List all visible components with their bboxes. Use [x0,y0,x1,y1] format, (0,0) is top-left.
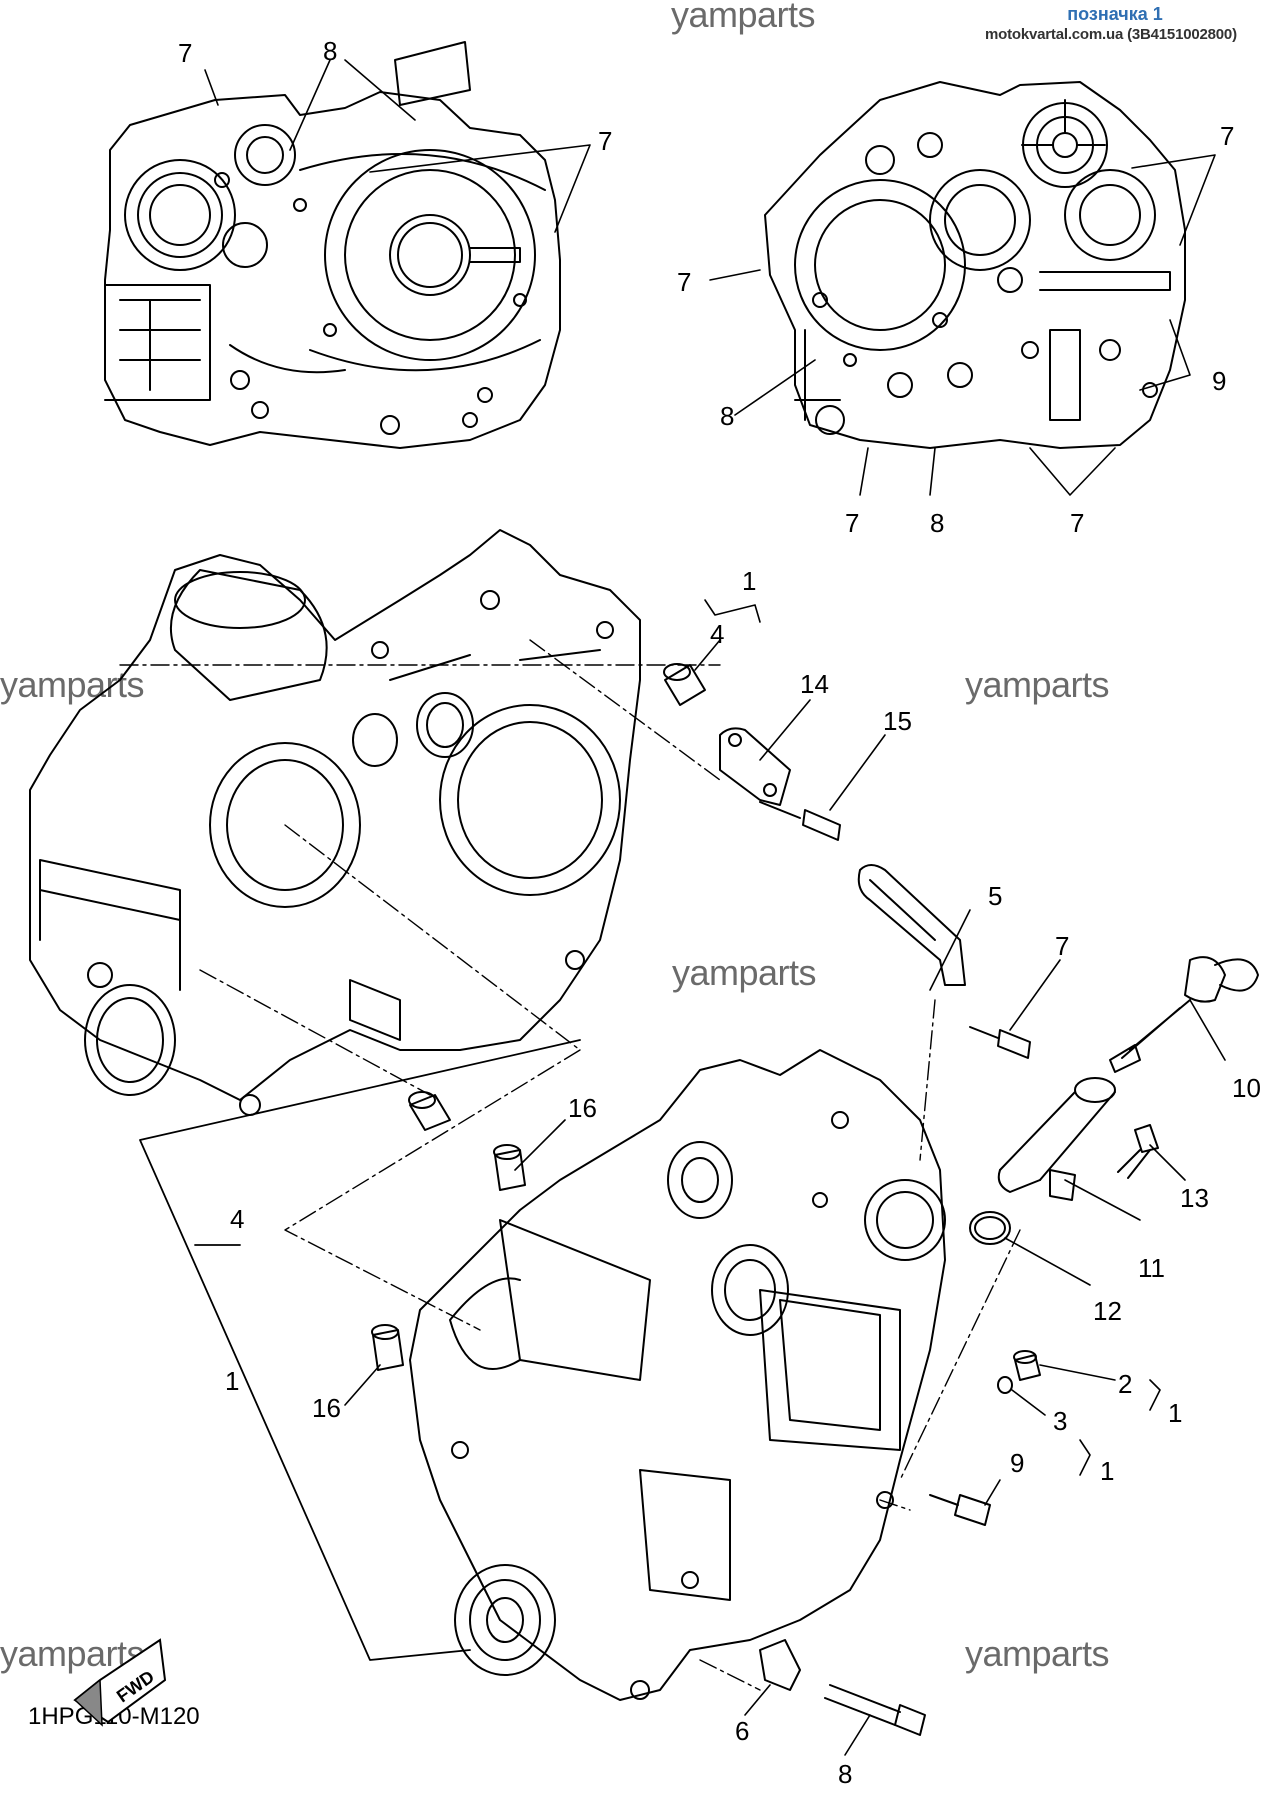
guide-5 [857,864,966,986]
bolt-15 [759,801,841,841]
dowel-pin-upper [663,663,706,706]
dowel-pin-16-lower [371,1324,404,1371]
callout-labels: 7 8 7 7 7 9 8 7 8 7 1 4 14 15 5 7 10 16 … [178,36,1261,1789]
header-site: motokvartal.com.ua (3B4151002800) [985,26,1237,43]
bolt-13 [1117,1124,1159,1179]
callout-9: 9 [1212,366,1226,396]
callout-11: 11 [1138,1253,1165,1283]
filler-pipe-11 [997,1077,1116,1201]
callout-16: 16 [568,1093,597,1123]
callout-1: 1 [225,1366,239,1396]
callout-7: 7 [1220,121,1234,151]
leader-lines [204,59,1226,1756]
callout-4: 4 [230,1204,244,1234]
callout-13: 13 [1180,1183,1209,1213]
callout-2: 2 [1118,1369,1132,1399]
callout-8: 8 [323,36,337,66]
bolt-7 [969,1026,1031,1059]
callout-4: 4 [710,619,724,649]
watermark-right: yamparts [965,664,1110,705]
callout-7: 7 [845,508,859,538]
callout-1: 1 [742,566,756,596]
callout-3: 3 [1053,1406,1067,1436]
o-ring-12 [969,1211,1011,1245]
callout-14: 14 [800,669,829,699]
callout-7: 7 [1070,508,1084,538]
bolt-9 [929,1494,991,1526]
watermark-center: yamparts [672,952,817,993]
callout-7: 7 [1055,931,1069,961]
callout-7: 7 [178,38,192,68]
callout-12: 12 [1093,1296,1122,1326]
callout-1: 1 [1168,1398,1182,1428]
callout-8: 8 [838,1759,852,1789]
watermark-top: yamparts [671,0,816,35]
dowel-pin-lower [408,1091,451,1131]
crankcase-left-inner-view [104,41,561,449]
callout-9: 9 [1010,1448,1024,1478]
crankcase-left-half [29,529,641,1116]
callout-5: 5 [988,881,1002,911]
fwd-arrow-icon [73,1638,167,1727]
crankcase-right-half [409,1049,946,1701]
washer-3 [997,1376,1013,1394]
callout-1: 1 [1100,1456,1114,1486]
drain-plug-2 [1013,1350,1041,1381]
callout-7: 7 [598,126,612,156]
callout-8: 8 [720,401,734,431]
callout-15: 15 [883,706,912,736]
crankcase-right-inner-view [764,81,1186,449]
callout-6: 6 [735,1716,749,1746]
callout-7: 7 [677,267,691,297]
assembly-lines [119,639,1021,1691]
watermark-bottom-right: yamparts [965,1633,1110,1674]
bracket-part-1 [139,1039,581,1661]
callout-10: 10 [1232,1073,1261,1103]
plate-14 [719,727,791,806]
header-title: позначка 1 [1067,4,1163,24]
callout-16: 16 [312,1393,341,1423]
callout-8: 8 [930,508,944,538]
dowel-pin-16-upper [493,1144,526,1191]
watermark-left: yamparts [0,664,145,705]
guide-6 [759,1639,801,1691]
dipstick-10 [1109,956,1259,1073]
bolt-8 [824,1684,926,1736]
